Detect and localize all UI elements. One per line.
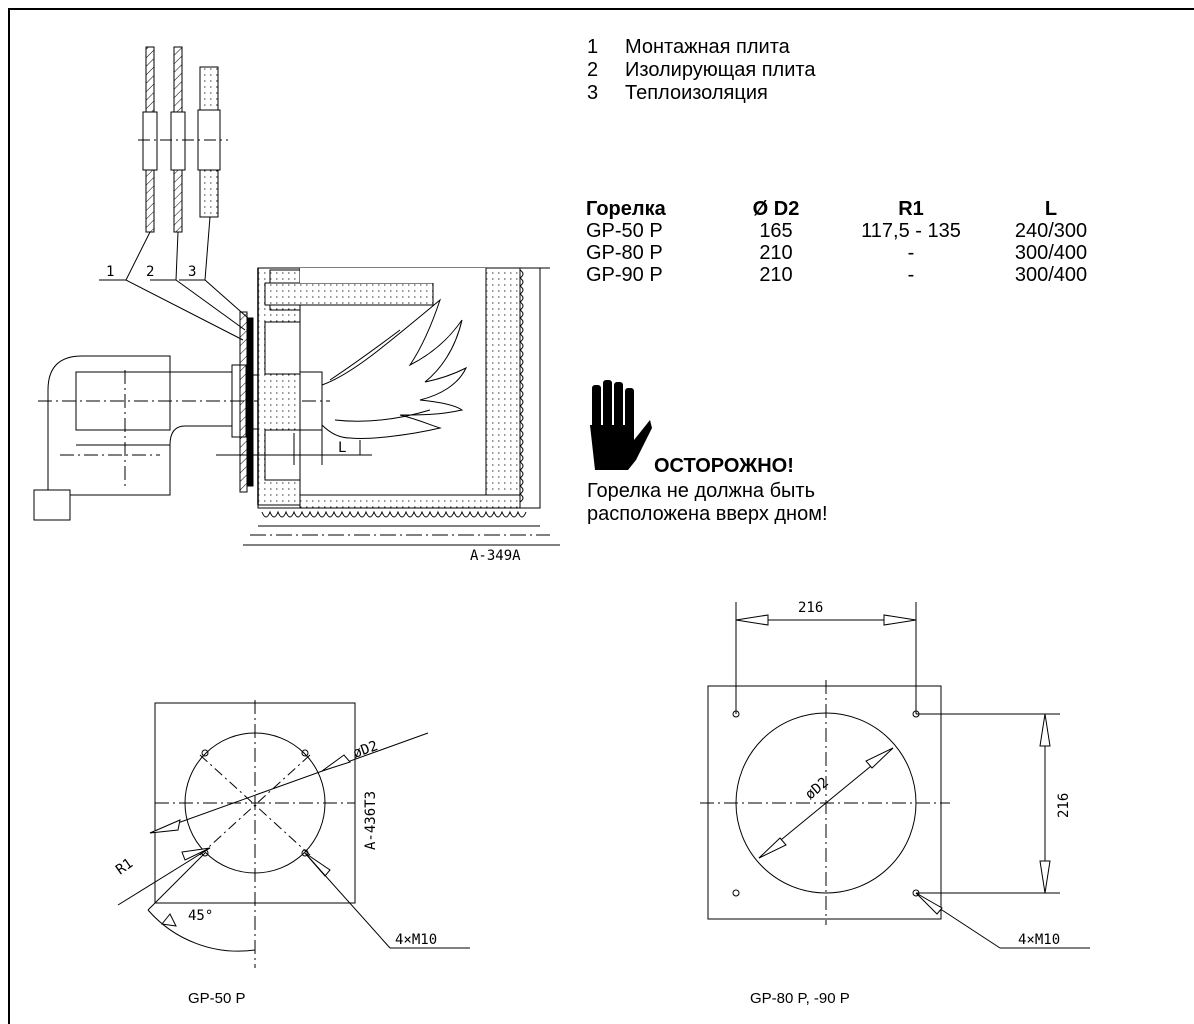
part-label-3: 3	[188, 264, 196, 280]
table-cell: 165	[759, 220, 793, 242]
table-cell: 210	[759, 242, 793, 264]
mounting-plates	[239, 311, 254, 493]
col-header-burner: Горелка	[586, 198, 666, 220]
flame	[321, 298, 468, 439]
stop-hand-icon	[590, 380, 652, 470]
table-cell: 300/400	[1014, 264, 1088, 286]
table-cell: GP-80 P	[586, 242, 663, 264]
part-label-1: 1	[106, 264, 114, 280]
table-cell: 240/300	[1014, 220, 1088, 242]
leader-lines	[99, 216, 249, 341]
table-cell: GP-90 P	[586, 264, 663, 286]
right-D2-label: øD2	[802, 775, 832, 804]
drawing-ref-top: A-349A	[470, 548, 521, 564]
table-cell: 210	[759, 264, 793, 286]
left-flange-drawing	[117, 700, 470, 968]
table-cell: -	[907, 264, 915, 286]
table-row: GP-90 P 210 - 300/400	[586, 264, 1116, 286]
caption-left: GP-50 P	[188, 990, 246, 1007]
right-holes-label: 4×M10	[1018, 932, 1060, 948]
col-header-d2: Ø D2	[752, 198, 800, 220]
table-row: GP-50 P 165 117,5 - 135 240/300	[586, 220, 1116, 242]
boiler-section	[243, 267, 560, 546]
table-cell: 117,5 - 135	[861, 220, 961, 242]
table-cell: -	[907, 242, 915, 264]
exploded-plates	[138, 46, 228, 233]
table-cell: 300/400	[1014, 242, 1088, 264]
warning-text: Горелка не должна быть расположена вверх…	[587, 480, 828, 525]
right-216-side-label: 216	[1056, 793, 1072, 818]
left-holes-label: 4×M10	[395, 932, 437, 948]
burner-specs-table: Горелка Ø D2 R1 L GP-50 P 165 117,5 - 13…	[586, 198, 1116, 286]
table-header-row: Горелка Ø D2 R1 L	[586, 198, 1116, 220]
table-cell: GP-50 P	[586, 220, 663, 242]
left-R1-label: R1	[113, 856, 136, 879]
right-flange-drawing	[700, 602, 1090, 949]
dimension-L	[216, 430, 372, 465]
drawing-ref-left: A-436T3	[363, 791, 379, 850]
col-header-l: L	[1044, 198, 1058, 220]
right-216-top-label: 216	[798, 600, 823, 616]
warning-title: ОСТОРОЖНО!	[654, 455, 794, 477]
caption-right: GP-80 P, -90 P	[750, 990, 850, 1007]
col-header-r1: R1	[898, 198, 924, 220]
part-label-2: 2	[146, 264, 154, 280]
table-row: GP-80 P 210 - 300/400	[586, 242, 1116, 264]
page-frame	[8, 8, 1194, 1024]
dimension-L-label: L	[338, 440, 346, 456]
left-angle-label: 45°	[188, 908, 213, 924]
